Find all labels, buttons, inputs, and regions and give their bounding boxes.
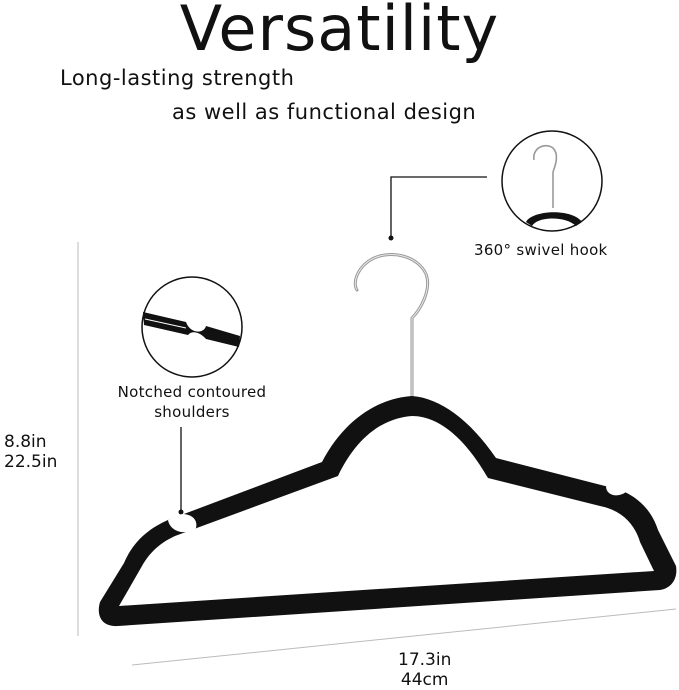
- notched-shoulders-label: Notched contoured shoulders: [112, 382, 272, 422]
- hook-leader-dot: [388, 235, 394, 241]
- height-dimension-label: 8.8in 22.5in: [4, 432, 57, 472]
- height-inches: 8.8in: [4, 432, 47, 452]
- left-notch: [168, 514, 197, 533]
- subtitle-line-2: as well as functional design: [172, 100, 477, 124]
- notched-shoulders-line-2: shoulders: [154, 403, 230, 421]
- page-title: Versatility: [179, 0, 500, 65]
- hanger-hook: [353, 253, 429, 402]
- width-cm: 44cm: [400, 670, 449, 690]
- shoulder-detail-circle: [141, 276, 243, 378]
- subtitle-line-1: Long-lasting strength: [60, 66, 295, 90]
- swivel-hook-label: 360° swivel hook: [474, 241, 608, 259]
- hook-detail-circle: [501, 130, 603, 232]
- shoulder-leader-dot: [178, 509, 184, 515]
- notched-shoulders-line-1: Notched contoured: [117, 383, 267, 401]
- right-notch: [606, 484, 626, 496]
- width-dimension-label: 17.3in 44cm: [398, 650, 451, 690]
- width-dimension-line: [131, 608, 677, 666]
- hanger-body: [98, 396, 677, 627]
- width-inches: 17.3in: [398, 650, 452, 670]
- height-cm: 22.5in: [4, 452, 58, 472]
- hook-leader-line: [390, 176, 487, 238]
